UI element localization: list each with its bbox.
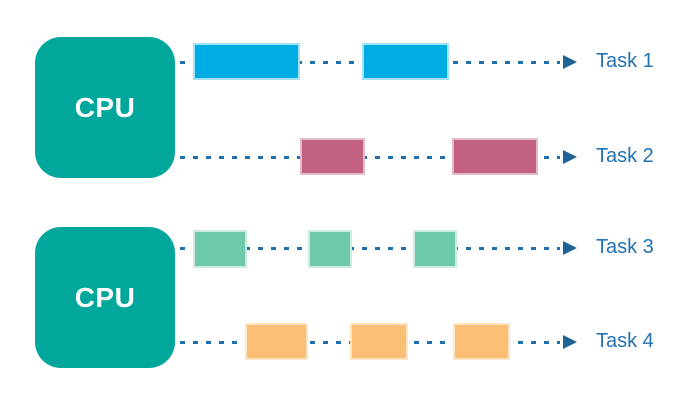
arrow-right-icon <box>563 150 577 164</box>
task-label: Task 3 <box>596 236 654 259</box>
arrow-right-icon <box>563 335 577 349</box>
execution-block <box>362 43 449 80</box>
arrow-right-icon <box>563 55 577 69</box>
cpu-block: CPU <box>35 227 175 368</box>
execution-block <box>245 323 308 360</box>
cpu-label: CPU <box>74 281 136 313</box>
execution-block <box>453 323 510 360</box>
task-timeline-dashed-line <box>180 247 560 250</box>
execution-block <box>350 323 408 360</box>
execution-block <box>193 43 300 80</box>
task-label: Task 4 <box>596 330 654 353</box>
execution-block <box>413 230 457 268</box>
task-label: Task 2 <box>596 145 654 168</box>
execution-block <box>452 138 538 175</box>
execution-block <box>308 230 352 268</box>
task-timeline-dashed-line <box>180 156 560 159</box>
cpu-label: CPU <box>74 91 136 123</box>
execution-block <box>300 138 365 175</box>
execution-block <box>193 230 247 268</box>
task-label: Task 1 <box>596 50 654 73</box>
arrow-right-icon <box>563 241 577 255</box>
cpu-block: CPU <box>35 37 175 178</box>
